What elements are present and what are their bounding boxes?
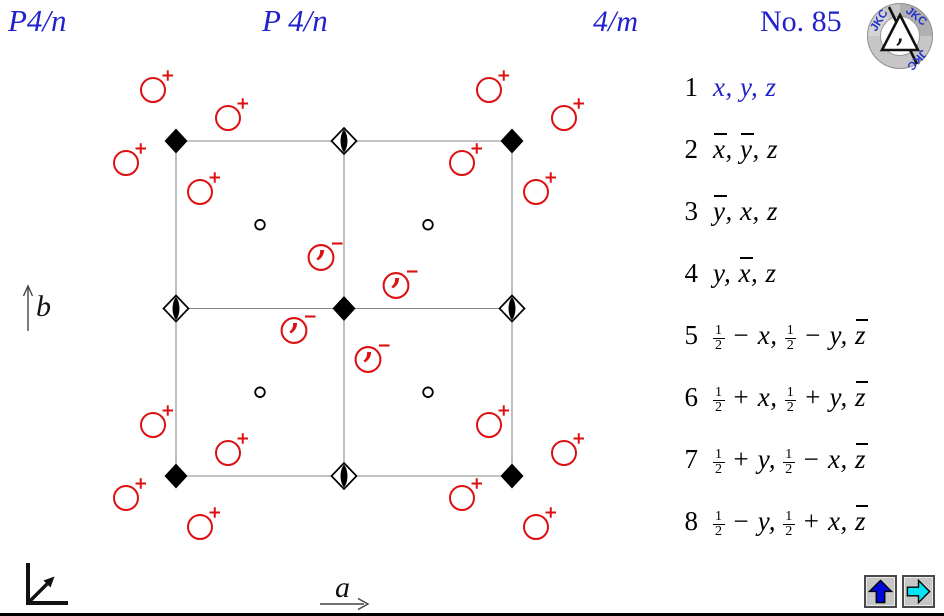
atom-below-plane: , bbox=[354, 318, 390, 373]
spacegroup-symbol-short: P4/n bbox=[8, 3, 67, 38]
inversion-center-icon bbox=[422, 386, 434, 398]
a-axis-arrow-icon bbox=[357, 597, 370, 611]
atom-above-plane bbox=[523, 172, 556, 205]
position-number: 6 bbox=[684, 382, 699, 412]
fourbar-axis-icon bbox=[498, 294, 526, 323]
position-row: 4 y, x, z bbox=[674, 258, 777, 289]
inversion-center-icon bbox=[254, 219, 266, 231]
atom-above-plane bbox=[113, 143, 146, 176]
point-group-symbol: 4/m bbox=[593, 5, 638, 38]
b-axis-label: b bbox=[36, 290, 51, 323]
nav-up-button[interactable] bbox=[864, 575, 897, 608]
atom-above-plane bbox=[449, 143, 482, 176]
fourbar-axis-icon bbox=[330, 126, 358, 156]
position-number: 7 bbox=[684, 444, 699, 474]
atom-above-plane bbox=[140, 70, 173, 103]
fourfold-axis-icon bbox=[332, 296, 356, 321]
window-bottom-edge bbox=[0, 613, 944, 616]
atom-above-plane bbox=[476, 70, 509, 103]
b-axis: b bbox=[22, 284, 51, 331]
atom-above-plane bbox=[449, 478, 482, 511]
a-axis: a bbox=[320, 571, 370, 611]
atom-above-plane bbox=[140, 405, 173, 438]
position-row: 2 x, y, z bbox=[674, 134, 778, 165]
comma-glyph: , bbox=[315, 216, 328, 265]
c-axis-origin-icon bbox=[26, 563, 68, 605]
atom-above-plane bbox=[551, 98, 584, 131]
right-arrow-icon bbox=[906, 578, 931, 605]
atom-above-plane bbox=[187, 507, 220, 540]
nav-next-button[interactable] bbox=[902, 575, 935, 608]
fourfold-axis-icon bbox=[500, 463, 524, 489]
comma-glyph: , bbox=[362, 318, 375, 367]
spacegroup-symbol-full: P 4/n bbox=[262, 3, 328, 38]
atom-above-plane bbox=[551, 433, 584, 466]
spacegroup-number: No. 85 bbox=[760, 5, 842, 38]
position-number: 2 bbox=[684, 134, 699, 164]
atom-above-plane bbox=[476, 405, 509, 438]
fourfold-axis-icon bbox=[500, 128, 524, 154]
position-number: 8 bbox=[684, 506, 699, 536]
logo-comma-glyph: , bbox=[895, 15, 905, 50]
position-number: 3 bbox=[684, 196, 699, 226]
atom-above-plane bbox=[215, 98, 248, 131]
atom-above-plane bbox=[187, 172, 220, 205]
atom-below-plane: , bbox=[382, 244, 418, 299]
fourbar-axis-icon bbox=[162, 294, 190, 323]
position-number: 1 bbox=[684, 72, 699, 102]
position-row: 1 x, y, z bbox=[674, 72, 777, 103]
position-row: 3 y, x, z bbox=[674, 196, 778, 227]
position-coordinates: x, y, z bbox=[713, 134, 778, 164]
atom-above-plane bbox=[113, 478, 146, 511]
atom-above-plane bbox=[523, 507, 556, 540]
atom-below-plane: , bbox=[280, 289, 316, 344]
inversion-center-icon bbox=[422, 219, 434, 231]
jkc-logo-icon: , JKC JKC JKC bbox=[867, 3, 933, 70]
inversion-center-icon bbox=[254, 386, 266, 398]
up-arrow-icon bbox=[867, 579, 894, 604]
b-axis-arrow-icon bbox=[22, 284, 34, 297]
position-coordinates: y, x, z bbox=[713, 258, 777, 288]
a-axis-label: a bbox=[335, 571, 350, 604]
fourfold-axis-icon bbox=[164, 128, 188, 154]
comma-glyph: , bbox=[288, 289, 301, 338]
fourfold-axis-icon bbox=[164, 463, 188, 489]
position-coordinates: x, y, z bbox=[713, 72, 777, 102]
fourbar-axis-icon bbox=[330, 461, 358, 491]
position-coordinates: y, x, z bbox=[713, 196, 778, 226]
comma-glyph: , bbox=[390, 244, 403, 293]
atom-below-plane: , bbox=[307, 216, 343, 271]
position-number: 4 bbox=[684, 258, 699, 288]
atom-above-plane bbox=[215, 433, 248, 466]
position-number: 5 bbox=[684, 320, 699, 350]
